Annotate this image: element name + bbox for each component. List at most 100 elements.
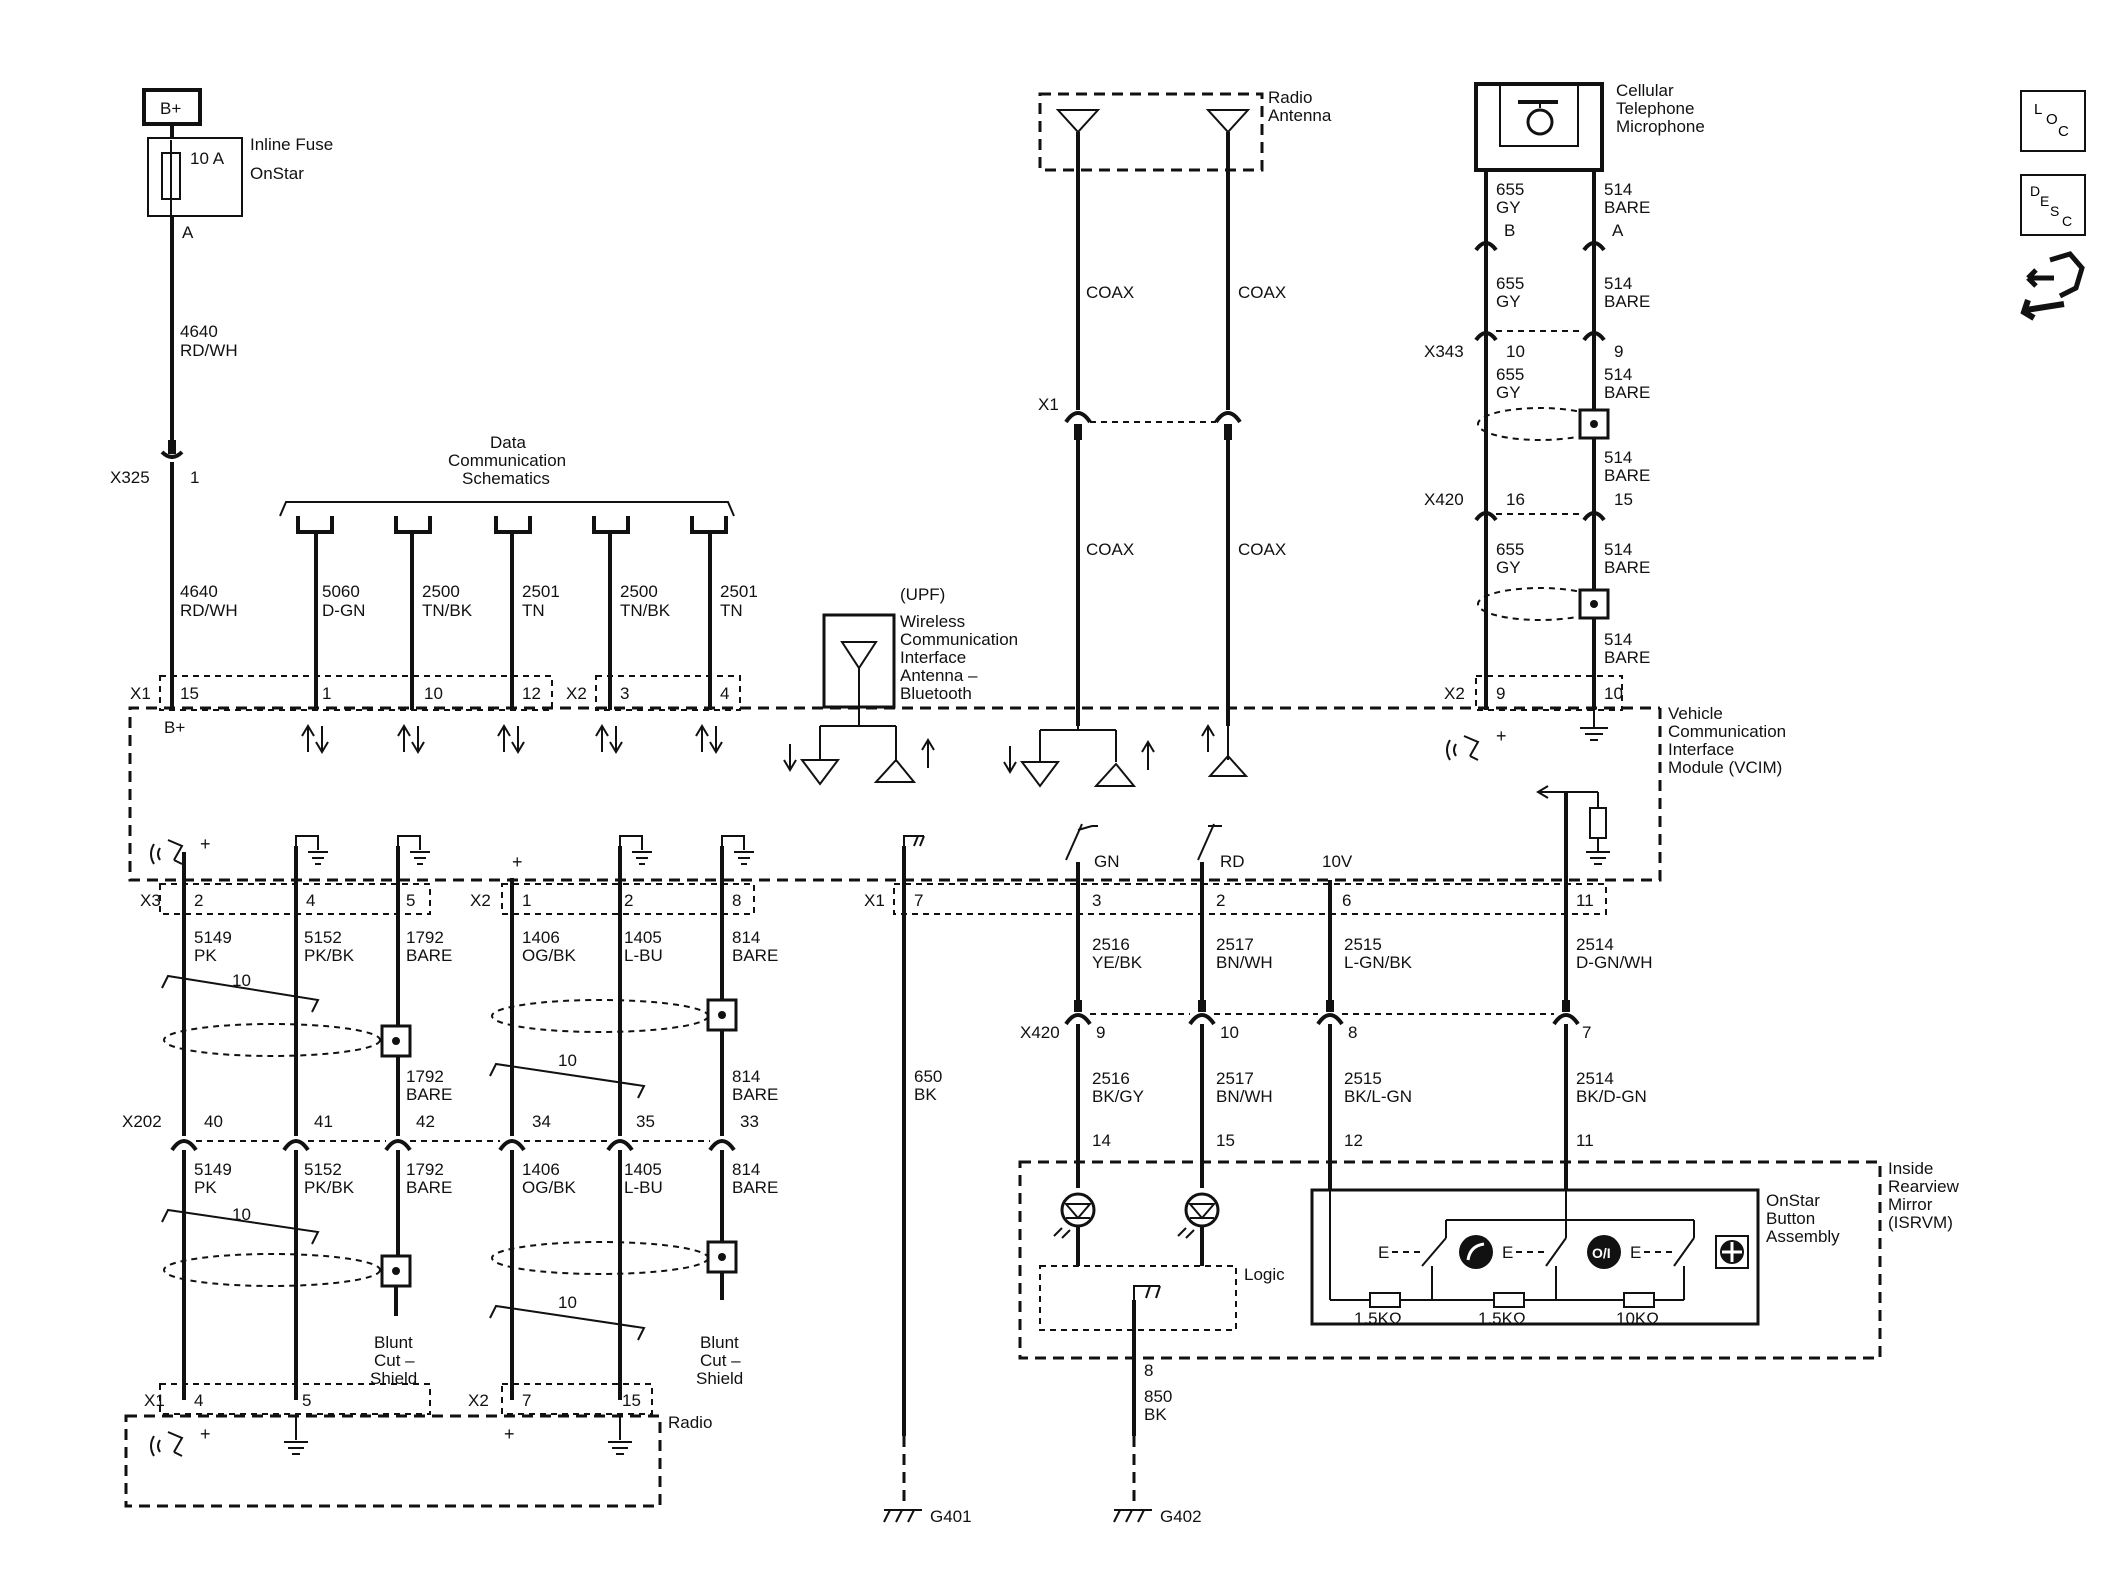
resistor-1-label: 1.5KΩ <box>1354 1309 1402 1328</box>
x202-connector: X202 40 41 42 34 35 33 <box>122 1112 759 1152</box>
x1-pin-2: 2 <box>1216 891 1225 910</box>
mic-l3: Microphone <box>1616 117 1705 136</box>
iw-2514-num-a: 2514 <box>1576 935 1614 954</box>
rw-1405-color-a: L-BU <box>624 946 663 965</box>
microphone-icon: + <box>1446 726 1507 761</box>
rw-1405-num-a: 1405 <box>624 928 662 947</box>
isrvm-l3: Mirror <box>1888 1195 1933 1214</box>
isrvm-pin-12: 12 <box>1344 1131 1363 1150</box>
x420-pin-16: 16 <box>1506 490 1525 509</box>
mic-wire-514-b: 514 <box>1604 274 1632 293</box>
svg-text:C: C <box>2058 123 2069 140</box>
vcim-pin-12: 12 <box>522 684 541 703</box>
microphone-icon-left: + <box>150 834 211 865</box>
rw-5149-color-b: PK <box>194 1178 217 1197</box>
iw-2516-color-a: YE/BK <box>1092 953 1143 972</box>
rw-1792-num-c: 1792 <box>406 1160 444 1179</box>
svg-text:O: O <box>2046 111 2058 128</box>
rw-1792-num-a: 1792 <box>406 928 444 947</box>
svg-text:L: L <box>2034 101 2042 118</box>
vcim-x1-bottom-label: X1 <box>864 891 885 910</box>
g401-ground: G401 <box>883 1507 972 1526</box>
onstar-btn-l3: Assembly <box>1766 1227 1840 1246</box>
mic-wire-655-b: 655 <box>1496 274 1524 293</box>
x1-pin-6: 6 <box>1342 891 1351 910</box>
x202-pin-34: 34 <box>532 1112 551 1131</box>
x202-pin-35: 35 <box>636 1112 655 1131</box>
blunt-cut-1-l1: Blunt <box>374 1333 413 1352</box>
switch-gn: GN <box>1065 823 1120 871</box>
upf-l3: Communication <box>900 630 1018 649</box>
twisted-pair-4: 10 Blunt Cut – Shield <box>489 1240 743 1388</box>
mic-l1: Cellular <box>1616 81 1674 100</box>
x202-pin-33: 33 <box>740 1112 759 1131</box>
connector-tool-icon[interactable] <box>2020 248 2086 334</box>
coax-label-2: COAX <box>1238 283 1286 302</box>
description-icon[interactable]: D E S C <box>2020 174 2086 236</box>
rw-814-color-c: BARE <box>732 1178 778 1197</box>
isrvm-l1: Inside <box>1888 1159 1933 1178</box>
mic-wire-514-d: 514 <box>1604 448 1632 467</box>
dc-wire-1-num: 5060 <box>322 582 360 601</box>
rw-1792-color-c: BARE <box>406 1178 452 1197</box>
x325-pin: 1 <box>190 468 199 487</box>
location-icon[interactable]: L O C <box>2020 90 2086 152</box>
vcim-pin-10-right: 10 <box>1604 684 1623 703</box>
vcim-l4: Module (VCIM) <box>1668 758 1782 777</box>
mic-wire-bare-c: BARE <box>1604 383 1650 402</box>
cellular-microphone: Cellular Telephone Microphone <box>1474 81 1705 172</box>
blunt-cut-2-l1: Blunt <box>700 1333 739 1352</box>
x325-connector <box>160 450 184 459</box>
mic-pin-b: B <box>1504 221 1515 240</box>
mic-wire-514-a: 514 <box>1604 180 1632 199</box>
vcim-x2-label: X2 <box>566 684 587 703</box>
mic-wire-gy-c: GY <box>1496 383 1521 402</box>
pullup-resistor <box>1536 785 1610 865</box>
x1-pin-3: 3 <box>1092 891 1101 910</box>
dc-wire-3-num: 2501 <box>522 582 560 601</box>
svg-text:+: + <box>1496 726 1507 746</box>
dc-wire-3-color: TN <box>522 601 545 620</box>
rw-814-color-b: BARE <box>732 1085 778 1104</box>
rw-5152-color-a: PK/BK <box>304 946 355 965</box>
mic-wire-gy-b: GY <box>1496 292 1521 311</box>
blunt-cut-2-l3: Shield <box>696 1369 743 1388</box>
switch-gn-label: GN <box>1094 852 1120 871</box>
x202-pin-40: 40 <box>204 1112 223 1131</box>
bluetooth-antenna: (UPF) Wireless Communication Interface A… <box>783 585 1018 786</box>
x420b-pin-8: 8 <box>1348 1023 1357 1042</box>
twisted-pair-2: 10 <box>489 998 738 1099</box>
rw-1406-num-a: 1406 <box>522 928 560 947</box>
rw-1406-num-b: 1406 <box>522 1160 560 1179</box>
vcim-l1: Vehicle <box>1668 704 1723 723</box>
x420-bottom-connector: X420 9 10 8 7 <box>1020 1000 1591 1042</box>
svg-text:C: C <box>2062 213 2072 229</box>
iw-2514-color-b: BK/D-GN <box>1576 1087 1647 1106</box>
rw-1405-color-b: L-BU <box>624 1178 663 1197</box>
x3-pin-2: 2 <box>194 891 203 910</box>
rw-5149-color-a: PK <box>194 946 217 965</box>
data-comm-header: Data Communication Schematics <box>279 433 735 517</box>
vcim-pin-15: 15 <box>180 684 199 703</box>
isrvm-pin-14: 14 <box>1092 1131 1111 1150</box>
inline-fuse: 10 A Inline Fuse OnStar A <box>147 135 333 242</box>
coax-label-3: COAX <box>1086 540 1134 559</box>
svg-text:+: + <box>504 1424 515 1444</box>
w850-color: BK <box>1144 1405 1167 1424</box>
x202-pin-41: 41 <box>314 1112 333 1131</box>
vcim-l3: Interface <box>1668 740 1734 759</box>
g402-label: G402 <box>1160 1507 1202 1526</box>
bplus-label: B+ <box>160 99 181 118</box>
x3-pin-5: 5 <box>406 891 415 910</box>
rw-814-num-a: 814 <box>732 928 760 947</box>
rw-814-num-b: 814 <box>732 1067 760 1086</box>
dc-wire-5-num: 2501 <box>720 582 758 601</box>
rw-5149-num-b: 5149 <box>194 1160 232 1179</box>
upf-l4: Interface <box>900 648 966 667</box>
g401-label: G401 <box>930 1507 972 1526</box>
v10-label: 10V <box>1322 852 1353 871</box>
wire-4640-num-lower: 4640 <box>180 582 218 601</box>
iw-2515-num-b: 2515 <box>1344 1069 1382 1088</box>
vcim-x1-label: X1 <box>130 684 151 703</box>
